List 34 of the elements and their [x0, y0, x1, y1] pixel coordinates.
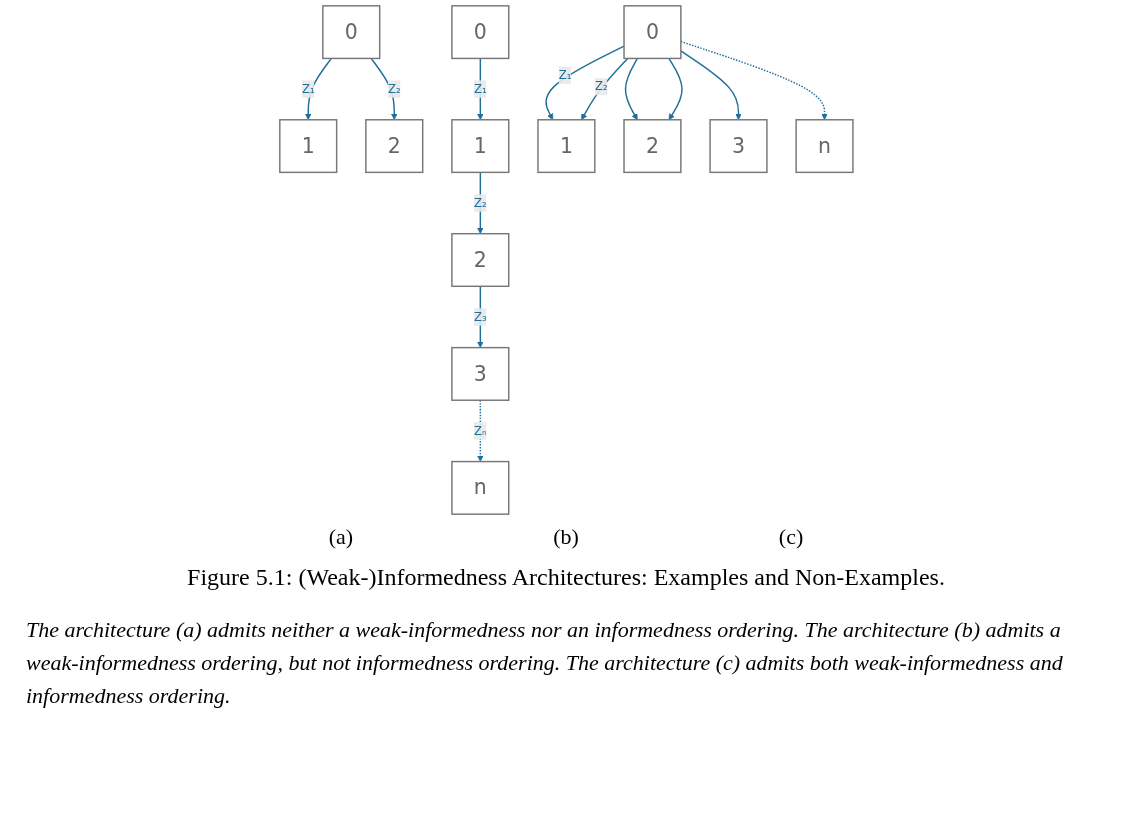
node-box: 3: [709, 119, 768, 174]
arrow: [304, 57, 332, 121]
edge-label: Zₙ: [473, 423, 487, 438]
arrow: [624, 57, 638, 121]
arrow: [580, 57, 629, 121]
node-box: 2: [364, 119, 424, 174]
node-box: 1: [536, 119, 596, 174]
node-box: 0: [450, 5, 510, 60]
edge-label: Z₁: [301, 81, 315, 96]
node-box: 0: [321, 5, 381, 60]
figure-caption: Figure 5.1: (Weak-)Informedness Architectures: Examples and Non-Examples.: [187, 564, 945, 591]
subfigure-label: (b): [553, 524, 579, 550]
node-box: 3: [450, 346, 510, 401]
arrow: [476, 57, 484, 121]
subfigure-label: (a): [328, 524, 354, 550]
node-box: 1: [278, 119, 338, 174]
node-box: n: [450, 460, 510, 515]
arrow: [476, 171, 484, 234]
edge-label: Z₁: [473, 81, 487, 96]
node-box: n: [795, 119, 854, 174]
node-box: 1: [450, 119, 510, 174]
arrow: [476, 285, 484, 348]
note-paragraph: The architecture (a) admits neither a weak-informedness nor an informedness ordering. The architecture (b) admits a weak-informedness ordering, but not informedness ordering. The architecture (c) admits both weak-informedness and informedness ordering.: [26, 616, 1064, 710]
edge-label: Z₁: [558, 67, 572, 82]
arrow: [370, 57, 398, 121]
edge-label: Z₂: [387, 81, 401, 96]
subfigure-label: (c): [778, 524, 804, 550]
arrow: [667, 57, 683, 121]
node-box: 2: [450, 233, 510, 288]
node-box: 0: [622, 5, 682, 60]
node-box: 2: [622, 119, 682, 174]
edge-label: Z₂: [473, 195, 487, 210]
edge-label: Z₂: [594, 79, 608, 94]
edge-label: Z₃: [473, 309, 487, 324]
